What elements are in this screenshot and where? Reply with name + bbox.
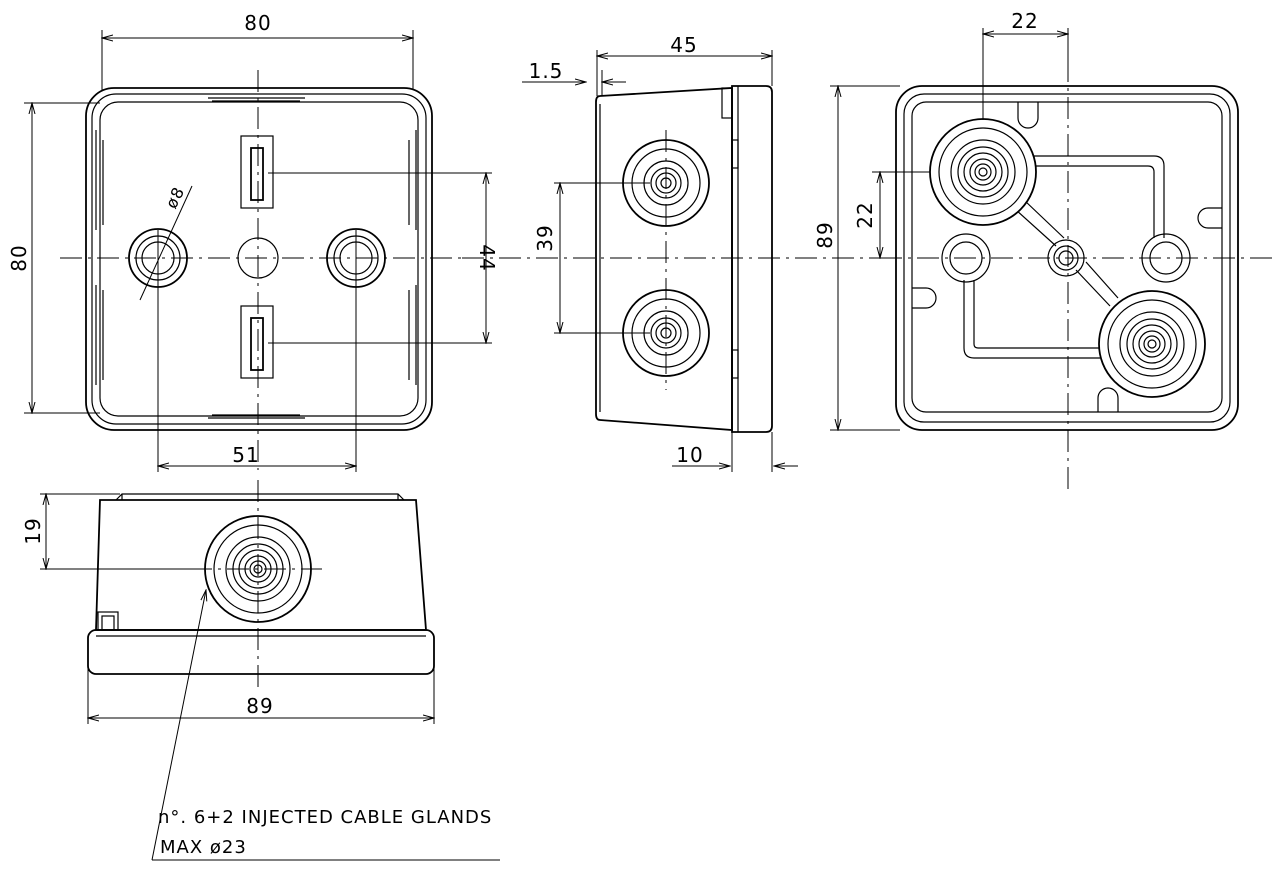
dim-top-height: 80 [7, 244, 31, 271]
front-view: 19 89 [21, 480, 434, 724]
dim-bottom-offset-y: 22 [853, 201, 877, 228]
top-view: 80 80 ø8 44 51 [7, 11, 499, 472]
dim-hole-spacing: 51 [232, 443, 259, 467]
bottom-gland-bottom-right [1098, 290, 1206, 398]
dim-bottom-height: 89 [813, 221, 837, 248]
side-view: 45 1.5 39 10 [462, 33, 880, 472]
top-slot [240, 135, 274, 209]
dim-side-depth: 45 [670, 33, 697, 57]
dim-hole-diameter: ø8 [162, 183, 189, 211]
bottom-view: 22 22 89 [813, 9, 1274, 492]
note-line-1: n°. 6+2 INJECTED CABLE GLANDS [158, 807, 492, 828]
dim-front-width: 89 [246, 694, 273, 718]
cable-gland-note: n°. 6+2 INJECTED CABLE GLANDS MAX ø23 [151, 590, 500, 861]
bottom-gland-top-left [929, 118, 1037, 226]
note-line-2: MAX ø23 [160, 837, 247, 858]
dim-top-width: 80 [244, 11, 271, 35]
dim-bottom-offset-x: 22 [1011, 9, 1038, 33]
dim-gland-spacing: 39 [533, 224, 557, 251]
dim-front-gland-height: 19 [21, 517, 45, 544]
bottom-slot [240, 305, 274, 379]
dim-wall-thickness: 1.5 [529, 59, 564, 83]
dim-lid-thickness: 10 [676, 443, 703, 467]
top-view-outer-body [85, 87, 433, 431]
